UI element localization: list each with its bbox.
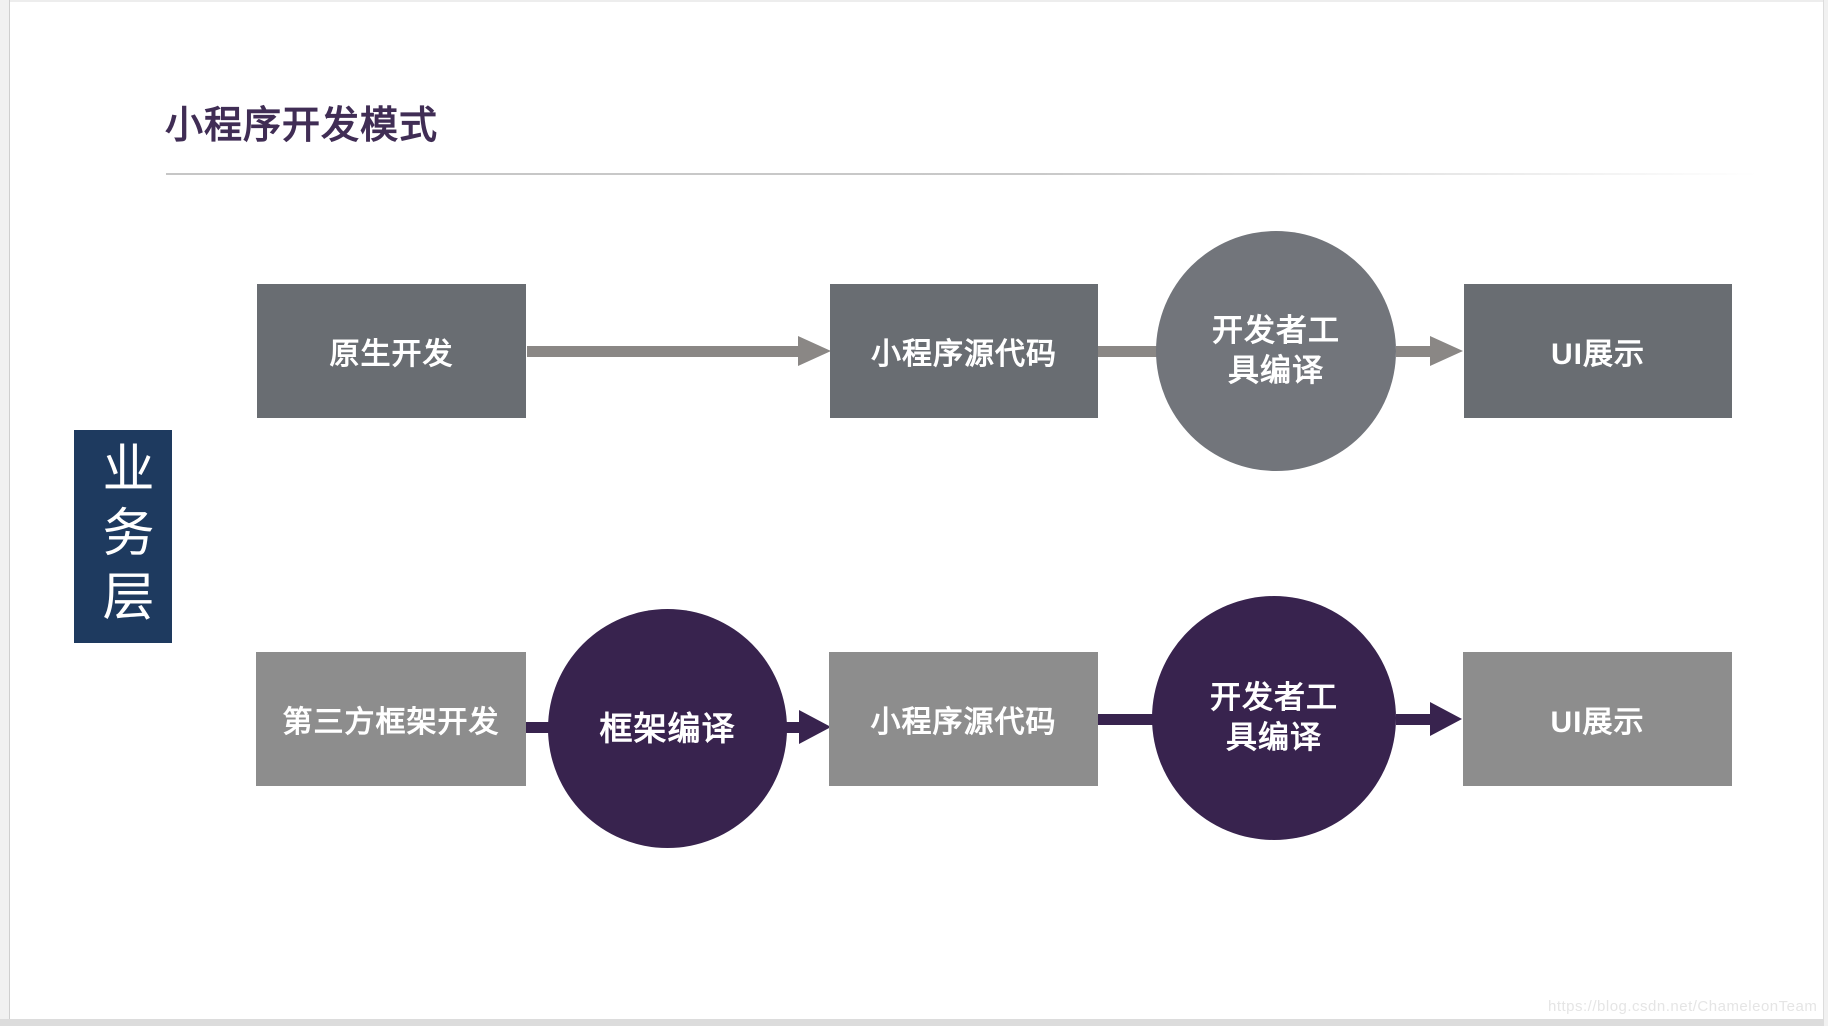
flow-box-ui-display-row1-label: UI展示 bbox=[1551, 338, 1645, 371]
flow-box-source-code-row1: 小程序源代码 bbox=[830, 284, 1098, 418]
flow-box-ui-display-row1: UI展示 bbox=[1464, 284, 1732, 418]
flow-circle-devtools-compile-row1: 开发者工 具编译 bbox=[1156, 231, 1396, 471]
flow-box-native-dev-label: 原生开发 bbox=[329, 338, 454, 371]
arrow-head-native-to-source bbox=[798, 336, 831, 366]
connector-source-to-devtools-row2 bbox=[1098, 714, 1160, 725]
business-layer-label: 业务层 bbox=[94, 440, 152, 633]
arrow-head-devtools-to-ui-row1 bbox=[1430, 336, 1463, 366]
devtools-compile-row1-line2: 具编译 bbox=[1228, 353, 1324, 388]
connector-thirdparty-to-framework bbox=[526, 722, 560, 733]
framework-compile-label: 框架编译 bbox=[599, 709, 736, 747]
arrow-line-devtools-to-ui-row1 bbox=[1396, 346, 1432, 357]
arrow-line-devtools-to-ui-row2 bbox=[1396, 714, 1432, 725]
connector-source-to-devtools-row1 bbox=[1098, 346, 1160, 357]
flow-box-third-party-dev-label: 第三方框架开发 bbox=[282, 706, 500, 739]
arrow-line-framework-to-source bbox=[784, 722, 802, 733]
flow-box-ui-display-row2-label: UI展示 bbox=[1550, 706, 1645, 739]
arrow-line-native-to-source bbox=[527, 346, 800, 357]
flow-circle-devtools-compile-row2: 开发者工 具编译 bbox=[1152, 596, 1396, 840]
frame-bottom-edge bbox=[0, 1019, 1828, 1026]
watermark-url: https://blog.csdn.net/ChameleonTeam bbox=[1548, 998, 1818, 1015]
flow-circle-framework-compile: 框架编译 bbox=[548, 609, 787, 848]
flow-box-source-code-row2-label: 小程序源代码 bbox=[870, 706, 1057, 739]
business-layer-box: 业务层 bbox=[74, 430, 172, 643]
page-title: 小程序开发模式 bbox=[165, 105, 439, 147]
frame-right-edge bbox=[1823, 0, 1828, 1026]
frame-left-edge bbox=[0, 0, 10, 1026]
devtools-compile-row1-line1: 开发者工 bbox=[1212, 313, 1340, 348]
flow-box-ui-display-row2: UI展示 bbox=[1463, 652, 1732, 786]
flow-box-native-dev: 原生开发 bbox=[257, 284, 526, 418]
frame-top-edge bbox=[0, 0, 1828, 2]
devtools-compile-row2-line2: 具编译 bbox=[1226, 720, 1322, 755]
arrow-head-framework-to-source bbox=[799, 710, 831, 744]
arrow-head-devtools-to-ui-row2 bbox=[1430, 702, 1462, 736]
flow-box-third-party-dev: 第三方框架开发 bbox=[256, 652, 526, 786]
devtools-compile-row2-line1: 开发者工 bbox=[1210, 680, 1338, 715]
flow-box-source-code-row1-label: 小程序源代码 bbox=[871, 338, 1057, 371]
title-divider bbox=[166, 173, 1758, 175]
flow-box-source-code-row2: 小程序源代码 bbox=[829, 652, 1098, 786]
